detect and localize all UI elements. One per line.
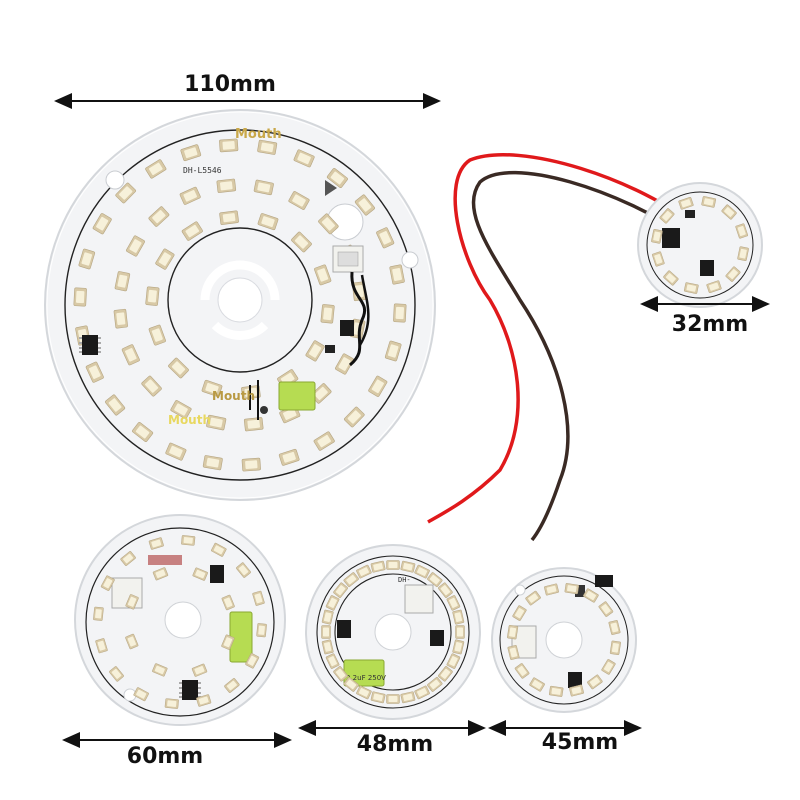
led-chip	[145, 286, 160, 307]
board-110mm-silkscreen: Mouth DH-L5546 Mouth Mouth	[168, 127, 282, 427]
cap-label: 2.2uF 250V	[346, 674, 386, 682]
led-chip	[320, 303, 335, 324]
led-chip	[386, 560, 400, 570]
led-chip	[255, 622, 268, 638]
led-chip	[92, 606, 105, 622]
board-60mm	[74, 514, 286, 726]
led-chip	[455, 625, 465, 639]
led-chip	[506, 624, 519, 640]
board-45mm	[491, 567, 637, 713]
dimension-label-45mm: 45mm	[541, 730, 619, 755]
board-brand-mid: Mouth	[212, 389, 255, 403]
board-model: DH-L5546	[183, 166, 222, 175]
led-chip	[180, 534, 196, 547]
board-110mm-components	[79, 180, 370, 420]
dimension-label-110mm: 110mm	[184, 72, 276, 97]
led-chip	[218, 210, 240, 226]
dimension-label-48mm: 48mm	[356, 732, 434, 757]
middle-model: DH-	[398, 576, 411, 584]
led-chip	[392, 303, 407, 323]
led-chip	[564, 582, 580, 595]
wires	[427, 152, 700, 542]
led-chip	[241, 457, 262, 472]
board-110mm	[44, 109, 436, 501]
led-chip	[73, 287, 88, 307]
led-chip	[321, 625, 331, 639]
led-chip	[548, 685, 564, 698]
board-32mm	[637, 182, 763, 308]
led-chip	[113, 308, 129, 329]
board-48mm: 2.2uF 250V DH-	[305, 544, 481, 720]
board-brand-top: Mouth	[235, 127, 282, 142]
dimension-arrows	[54, 93, 770, 748]
board-brand-yellow: Mouth	[168, 413, 211, 427]
dimension-label-32mm: 32mm	[671, 312, 749, 337]
led-chip	[164, 697, 180, 710]
dimension-label-60mm: 60mm	[126, 744, 204, 769]
led-chip	[243, 416, 264, 432]
led-chip	[216, 178, 237, 194]
led-chip	[609, 640, 622, 656]
led-chip	[386, 694, 400, 704]
